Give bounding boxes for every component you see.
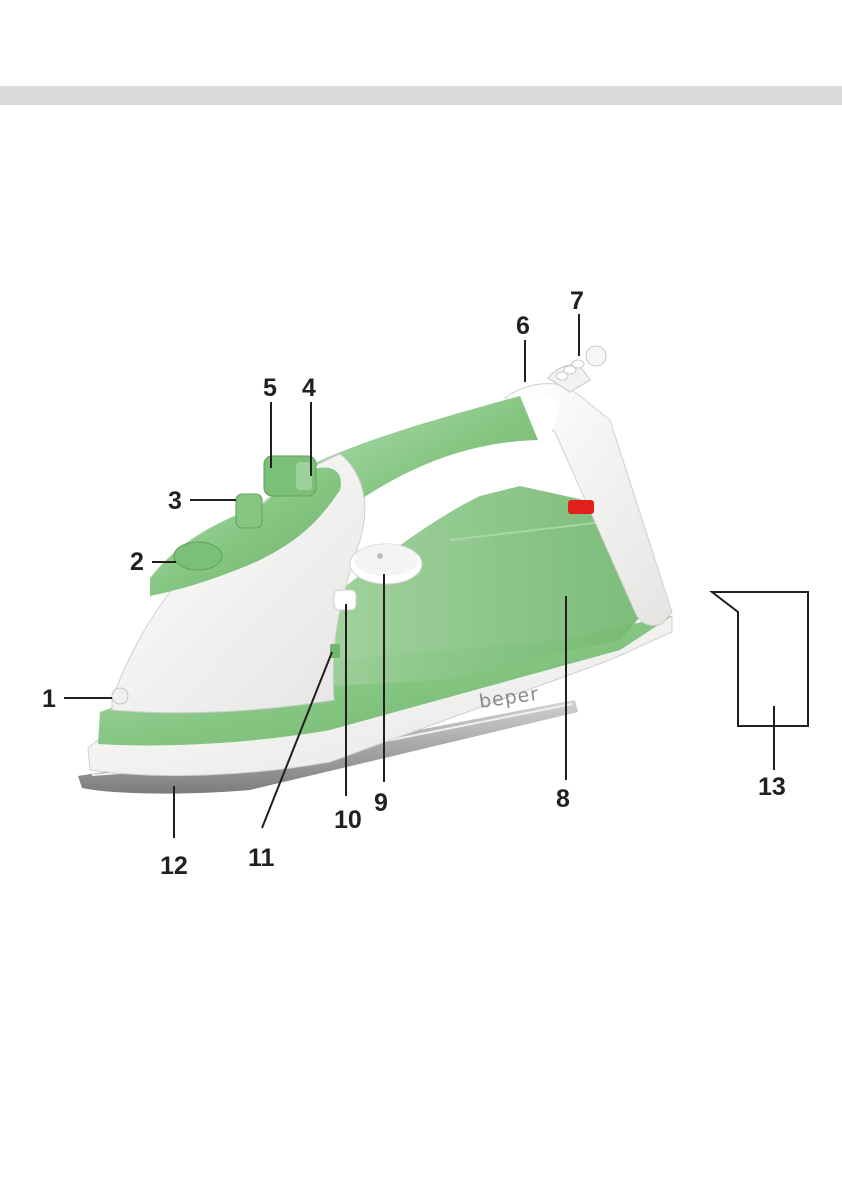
callout-7: 7 (570, 287, 584, 315)
steam-button (236, 494, 262, 528)
measuring-cup (712, 592, 808, 726)
callout-13: 13 (758, 773, 786, 801)
callout-2: 2 (130, 548, 144, 576)
callout-12: 12 (160, 852, 188, 880)
callout-8: 8 (556, 785, 570, 813)
callout-11: 11 (248, 844, 275, 872)
callout-9: 9 (374, 789, 388, 817)
callout-6: 6 (516, 312, 530, 340)
callout-4: 4 (302, 374, 316, 402)
spray-nozzle (112, 688, 128, 704)
callout-10: 10 (334, 806, 362, 834)
callout-3: 3 (168, 487, 182, 515)
callout-1: 1 (42, 685, 56, 713)
spray-button (174, 542, 222, 570)
indicator-light (568, 500, 594, 514)
callout-5: 5 (263, 374, 277, 402)
